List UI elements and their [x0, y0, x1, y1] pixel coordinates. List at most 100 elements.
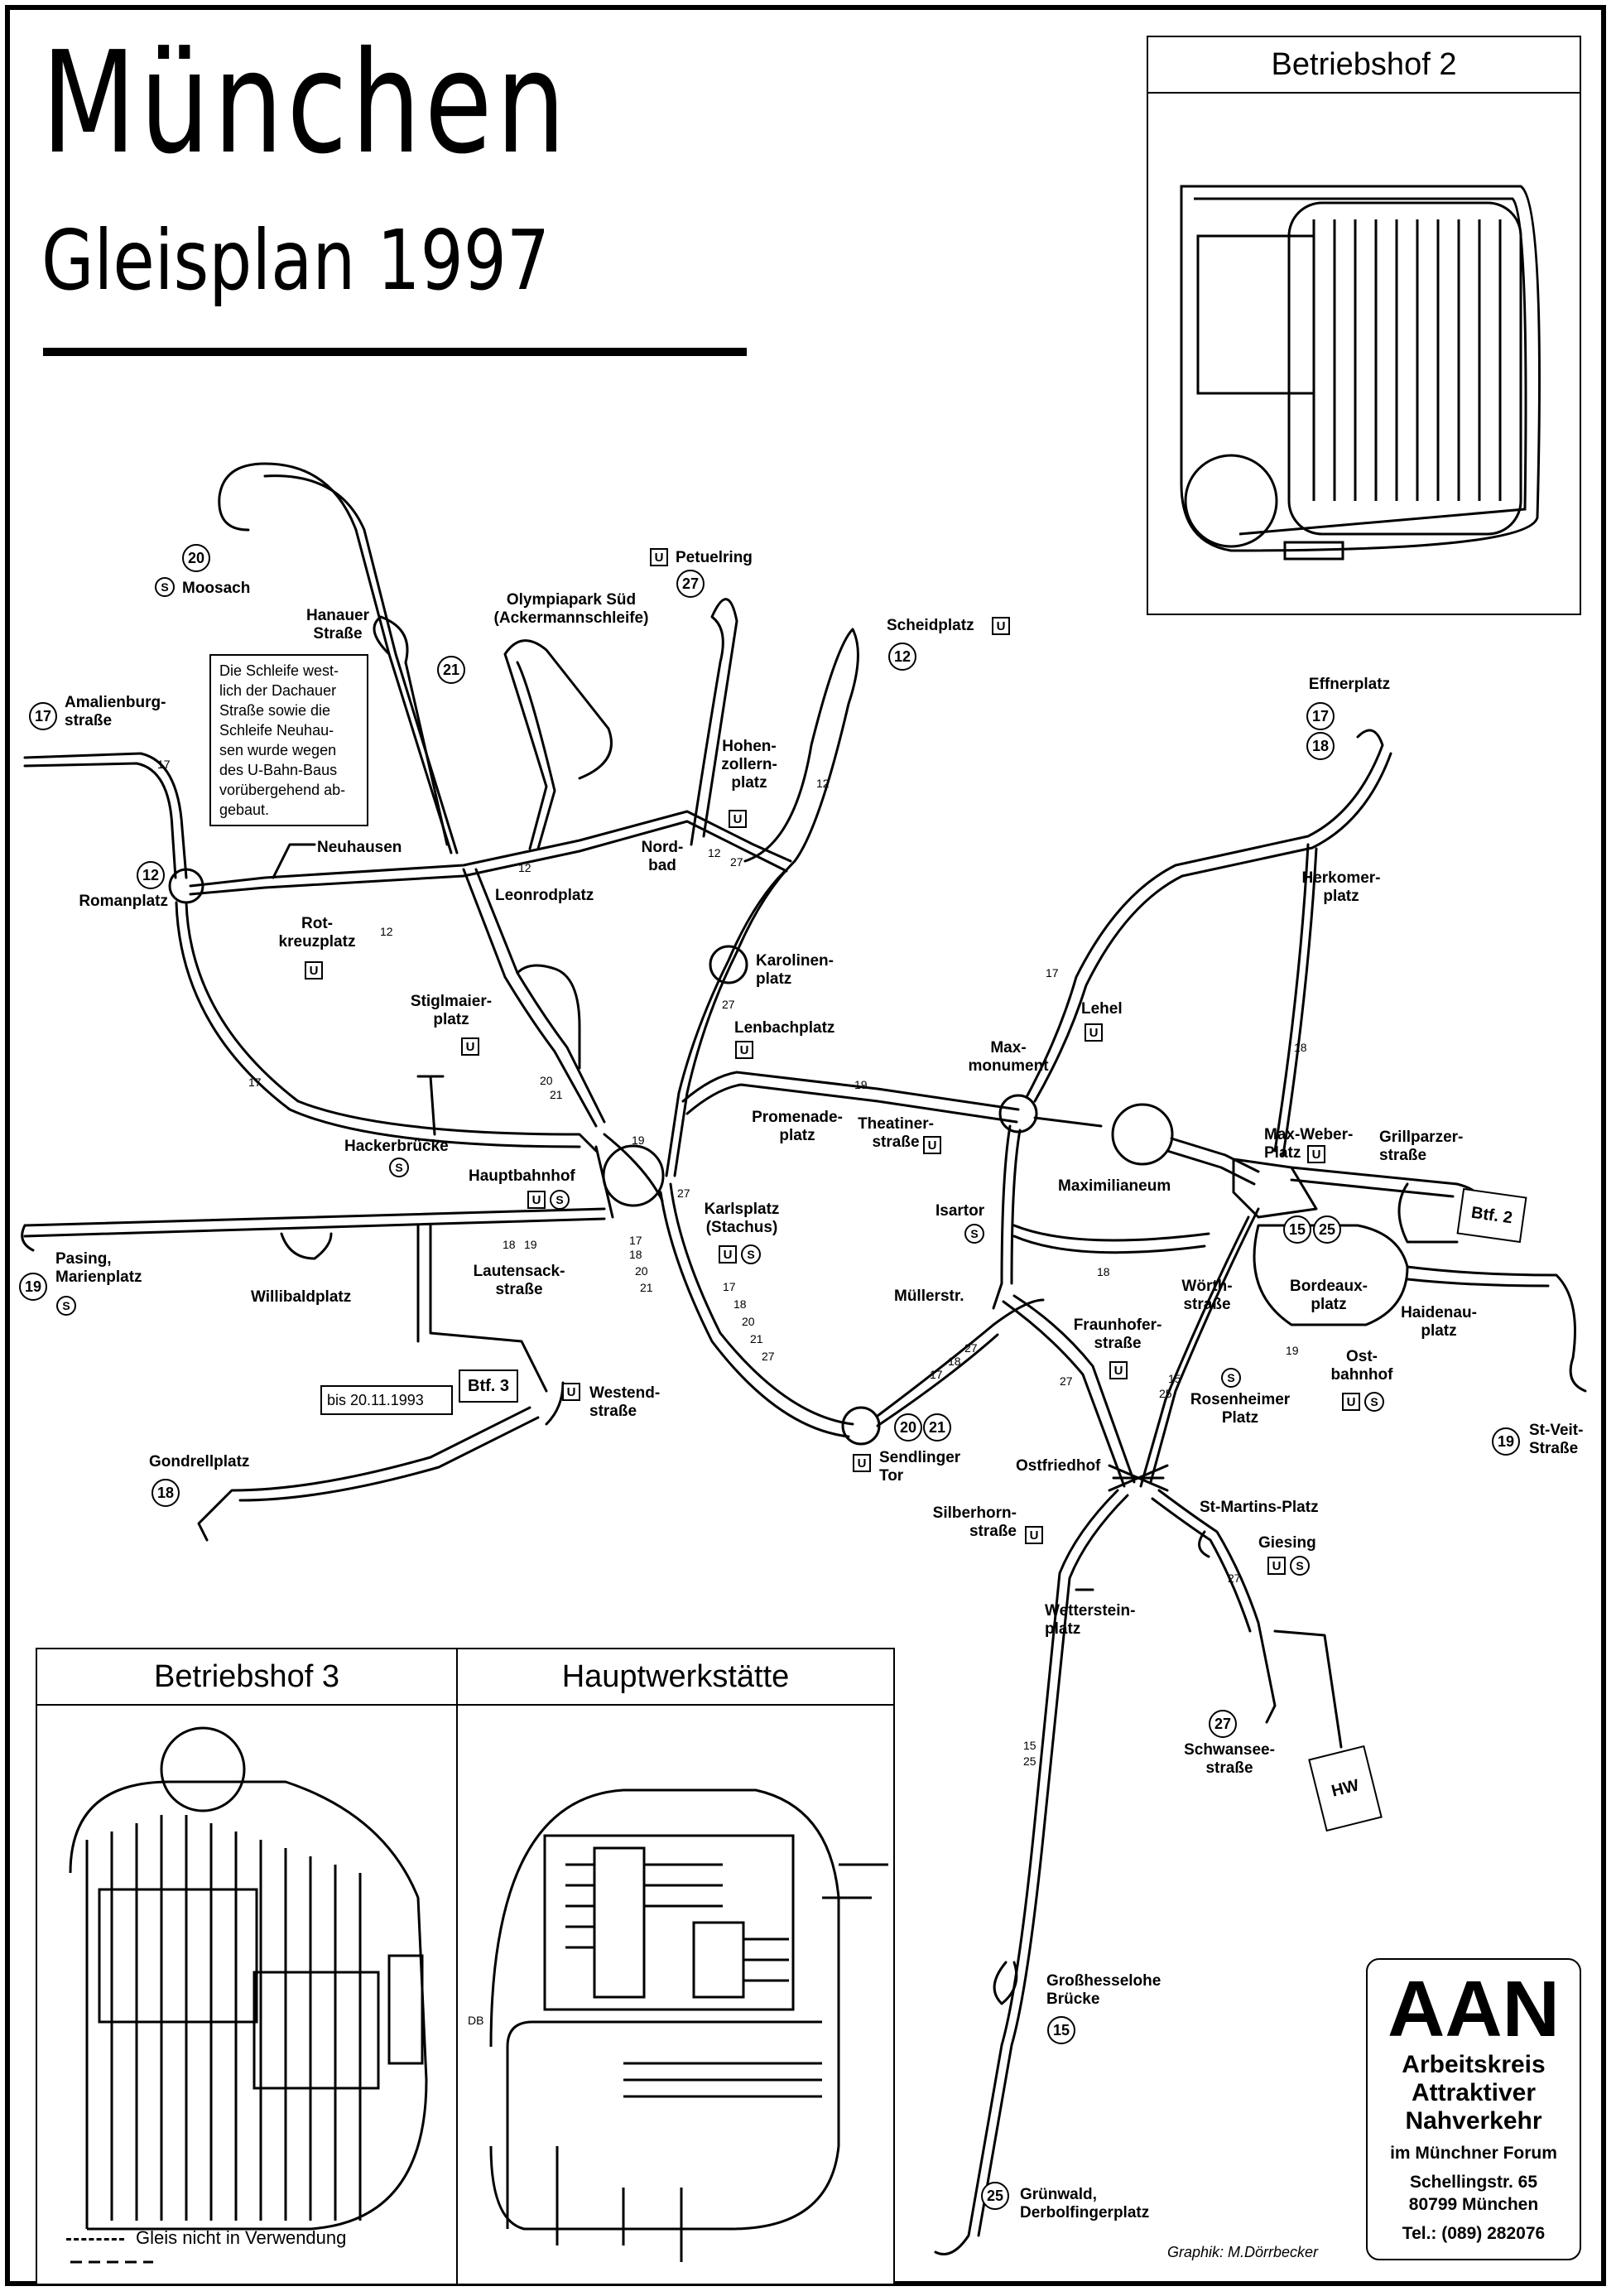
route-badge-gruenwald: 25 [981, 2182, 1009, 2210]
station-scheidplatz: Scheidplatz [887, 617, 974, 634]
line-number: 21 [550, 1088, 563, 1101]
ubahn-icon-hauptbahnhof: U [527, 1191, 546, 1209]
station-maximilianeum: Maximilianeum [1058, 1177, 1171, 1195]
line-number: 12 [380, 925, 393, 938]
station-theatiner: Theatiner- straße [858, 1115, 934, 1151]
route-badge-scheidplatz: 12 [888, 643, 916, 671]
ubahn-icon-karlsplatz: U [719, 1245, 737, 1264]
line-number: 12 [518, 861, 531, 874]
station-sendlinger: Sendlinger Tor [879, 1449, 961, 1485]
station-hohenzollern: Hohen- zollern- platz [721, 738, 777, 792]
route-badge-ostbahnhof-a: 15 [1283, 1215, 1311, 1244]
route-badge-ostbahnhof-b: 25 [1313, 1215, 1341, 1244]
route-badge-grosshesselohe: 15 [1047, 2016, 1075, 2044]
ubahn-icon-silberhorn: U [1025, 1526, 1043, 1544]
sbahn-icon-ostbahnhof: S [1364, 1392, 1384, 1412]
station-stmartins: St-Martins-Platz [1200, 1499, 1319, 1516]
sbahn-icon-hauptbahnhof: S [550, 1190, 570, 1210]
ubahn-icon-lenbach: U [735, 1041, 753, 1059]
route-badge-schwansee: 27 [1209, 1710, 1237, 1738]
station-rotkreuz: Rot- kreuzplatz [278, 915, 356, 951]
station-petuelring: Petuelring [676, 549, 753, 566]
route-badge-effnerplatz-b: 18 [1306, 732, 1335, 760]
line-number: 17 [629, 1234, 642, 1247]
line-number: 25 [1023, 1754, 1036, 1768]
station-leonrodplatz: Leonrodplatz [495, 887, 594, 904]
workshop-title: Hauptwerkstätte [458, 1649, 893, 1706]
station-lenbach: Lenbachplatz [734, 1019, 835, 1037]
station-silberhorn: Silberhorn- straße [932, 1504, 1017, 1540]
station-gruenwald: Grünwald, Derbolfingerplatz [1020, 2186, 1150, 2221]
line-number: 17 [930, 1368, 943, 1381]
station-romanplatz: Romanplatz [79, 893, 168, 910]
station-effnerplatz: Effnerplatz [1308, 676, 1391, 693]
station-grosshesselohe: Großhesselohe Brücke [1046, 1972, 1162, 2008]
line-number: 25 [1159, 1387, 1172, 1400]
btf3-box: Btf. 3 [459, 1369, 518, 1403]
workshop-tracks [489, 1788, 888, 2262]
line-number: 18 [733, 1297, 747, 1311]
station-maxweber: Max-Weber- Platz [1264, 1126, 1354, 1162]
btf3-note: bis 20.11.1993 [320, 1385, 453, 1415]
sbahn-icon-pasing: S [56, 1296, 76, 1316]
sbahn-icon-giesing: S [1290, 1556, 1310, 1576]
sbahn-icon-moosach: S [155, 577, 175, 597]
station-moosach: Moosach [182, 580, 251, 597]
line-number: 27 [730, 855, 743, 869]
line-number: 21 [640, 1281, 653, 1294]
depot2-tracks [1180, 185, 1541, 561]
sbahn-icon-hackerbruecke: S [389, 1158, 409, 1177]
station-ostfriedhof: Ostfriedhof [1016, 1457, 1101, 1475]
station-westend: Westend- straße [589, 1384, 661, 1420]
depot3-tracks [69, 1726, 428, 2264]
station-hanauer: Hanauer Straße [305, 607, 370, 643]
aan-phone: Tel.: (089) 282076 [1402, 2224, 1546, 2243]
line-number: 12 [708, 846, 721, 859]
station-amalienburg: Amalienburg- straße [65, 694, 166, 729]
line-number: 17 [1046, 966, 1059, 980]
station-wetterstein: Wetterstein- platz [1045, 1602, 1136, 1638]
line-number: 20 [635, 1264, 648, 1278]
line-number: 20 [742, 1315, 755, 1328]
ubahn-icon-petuelring: U [650, 548, 668, 566]
aan-name: Arbeitskreis Attraktiver Nahverkehr [1402, 2051, 1546, 2135]
ubahn-icon-maxweber: U [1307, 1145, 1325, 1163]
station-isartor: Isartor [935, 1202, 985, 1220]
route-badge-gondrell: 18 [152, 1479, 180, 1507]
route-badge-hanauer: 21 [437, 656, 465, 684]
map-title: München [41, 22, 570, 185]
station-herkomer: Herkomer- platz [1301, 869, 1381, 905]
line-number: 18 [1097, 1265, 1110, 1278]
station-pasing: Pasing, Marienplatz [55, 1250, 142, 1286]
line-number: 27 [1060, 1374, 1073, 1388]
station-nordbad: Nord- bad [641, 839, 684, 874]
station-rosenheimer: Rosenheimer Platz [1190, 1391, 1291, 1427]
btf2-box: Btf. 2 [1456, 1187, 1527, 1244]
line-number: 17 [157, 758, 171, 771]
route-badge-sendlinger-b: 21 [923, 1413, 951, 1442]
title-underline [43, 348, 747, 356]
station-bordeaux: Bordeaux- platz [1290, 1278, 1368, 1313]
route-badge-moosach: 20 [182, 544, 210, 572]
aan-address: Schellingstr. 65 80799 München [1408, 2173, 1539, 2214]
workshop-inset: Hauptwerkstätte DB [456, 1648, 895, 2285]
station-lautensack: Lautensack- straße [473, 1263, 565, 1298]
station-olympiapark: Olympiapark Süd (Ackermannschleife) [493, 591, 649, 627]
depot3-title: Betriebshof 3 [37, 1649, 456, 1706]
station-muellerstr: Müllerstr. [894, 1288, 964, 1305]
ubahn-icon-theatiner: U [923, 1136, 941, 1154]
line-number: 27 [677, 1187, 690, 1200]
credit: Graphik: M.Dörrbecker [1167, 2244, 1319, 2260]
line-number: 17 [248, 1076, 262, 1089]
ubahn-icon-rotkreuz: U [305, 961, 323, 980]
line-number: 27 [964, 1341, 978, 1355]
depot2-inset: Betriebshof 2 [1147, 36, 1581, 615]
station-ostbahnhof: Ost- bahnhof [1330, 1348, 1393, 1384]
line-number: 18 [503, 1238, 516, 1251]
line-number: 21 [750, 1332, 763, 1345]
ubahn-icon-hohenzollern: U [729, 810, 747, 828]
station-grillparzer: Grillparzer- straße [1379, 1129, 1464, 1164]
ubahn-icon-giesing: U [1267, 1557, 1286, 1575]
station-promenade: Promenade- platz [752, 1109, 843, 1144]
